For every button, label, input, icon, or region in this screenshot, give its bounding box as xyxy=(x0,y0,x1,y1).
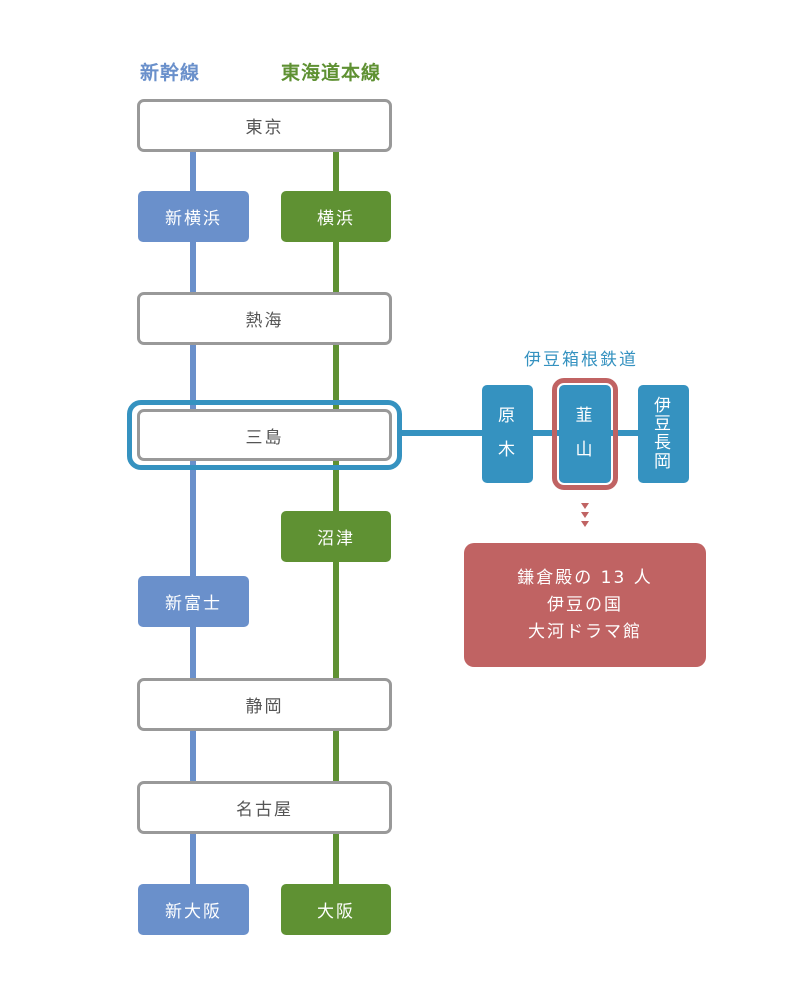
down-arrow-icon xyxy=(581,512,589,518)
station-haraki-char: 原 xyxy=(498,406,517,427)
down-arrow-icon xyxy=(581,503,589,509)
tokaido-title: 東海道本線 xyxy=(281,62,382,84)
station-haraki[interactable]: 原 木 xyxy=(482,385,533,483)
station-nirayama-char: 韮 xyxy=(575,406,595,427)
station-izu-nagaoka[interactable]: 伊 豆 長 岡 xyxy=(638,385,689,483)
station-shin-yokohama[interactable]: 新横浜 xyxy=(138,191,249,242)
station-tokyo[interactable]: 東京 xyxy=(137,99,392,152)
station-shin-osaka[interactable]: 新大阪 xyxy=(138,884,249,935)
shinkansen-track xyxy=(190,150,196,890)
down-arrow-icon xyxy=(581,521,589,527)
station-shin-fuji[interactable]: 新富士 xyxy=(138,576,249,627)
station-nirayama[interactable]: 韮 山 xyxy=(559,385,611,483)
station-mishima[interactable]: 三島 xyxy=(137,409,392,461)
destination-box[interactable]: 鎌倉殿の 13 人 伊豆の国 大河ドラマ館 xyxy=(464,543,706,667)
station-shizuoka[interactable]: 静岡 xyxy=(137,678,392,731)
shinkansen-title: 新幹線 xyxy=(140,62,201,84)
highlight-outline-nirayama xyxy=(552,378,618,490)
station-nagoya[interactable]: 名古屋 xyxy=(137,781,392,834)
station-izu-nagaoka-char: 伊 xyxy=(654,395,673,416)
station-izu-nagaoka-char: 豆 xyxy=(654,414,673,435)
station-yokohama[interactable]: 横浜 xyxy=(281,191,391,242)
station-haraki-char: 木 xyxy=(498,440,517,460)
station-nirayama-char: 山 xyxy=(575,440,595,460)
destination-line: 伊豆の国 xyxy=(547,594,623,615)
station-atami[interactable]: 熱海 xyxy=(137,292,392,345)
station-numazu[interactable]: 沼津 xyxy=(281,511,391,562)
station-izu-nagaoka-char: 長 xyxy=(654,433,673,453)
highlight-outline-mishima xyxy=(127,400,402,470)
izuhakone-title: 伊豆箱根鉄道 xyxy=(524,350,638,370)
destination-line: 大河ドラマ館 xyxy=(528,621,642,642)
destination-line: 鎌倉殿の 13 人 xyxy=(517,567,653,588)
station-osaka[interactable]: 大阪 xyxy=(281,884,391,935)
station-izu-nagaoka-char: 岡 xyxy=(654,451,673,472)
